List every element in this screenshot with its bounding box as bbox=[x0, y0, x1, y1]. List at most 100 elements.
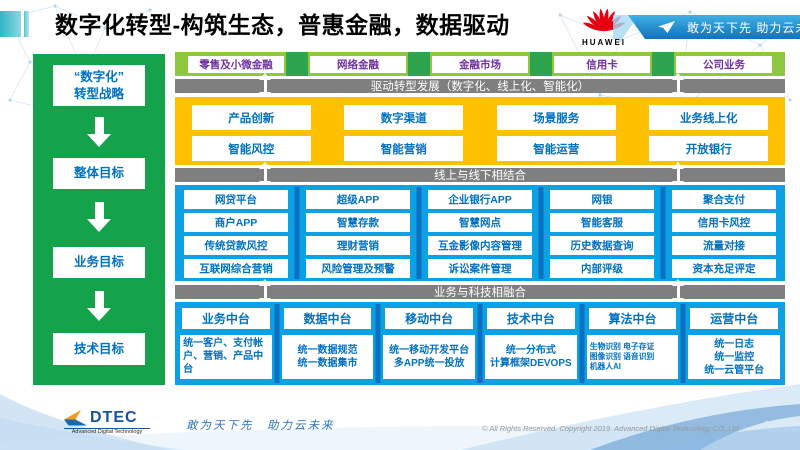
middle-platform-title: 业务中台 bbox=[182, 308, 270, 329]
huawei-logo: HUAWEI bbox=[575, 3, 633, 47]
capability-box: 智能运营 bbox=[496, 136, 616, 161]
down-arrow-icon bbox=[87, 117, 111, 147]
strategy-box-overall-goal: 整体目标 bbox=[53, 158, 145, 189]
up-down-arrow-icon bbox=[672, 279, 684, 305]
middle-platform-detail: 统一数据规范 统一数据集市 bbox=[281, 335, 374, 379]
middle-platform-title: 算法中台 bbox=[588, 308, 677, 329]
down-arrow-icon bbox=[87, 291, 111, 321]
strategy-box-tech-goal: 技术目标 bbox=[53, 333, 145, 365]
capability-section: 产品创新 数字渠道 场景服务 业务线上化 智能风控 智能营销 智能运营 开放银行 bbox=[175, 97, 785, 165]
huawei-flower-icon bbox=[582, 8, 626, 32]
middle-platform-title: 移动中台 bbox=[385, 308, 473, 329]
platform-box: 网贷平台 bbox=[183, 190, 289, 209]
platform-box: 智慧存款 bbox=[305, 213, 411, 232]
business-line-box: 信用卡 bbox=[554, 55, 650, 73]
adtec-subtext: Advanced Digital Technology bbox=[64, 428, 150, 436]
middle-platform-detail: 统一客户、支付帐户、营销、产品中台 bbox=[180, 335, 272, 379]
platform-box: 智慧网点 bbox=[427, 213, 533, 232]
title-accent-bar bbox=[0, 11, 21, 37]
capability-box: 场景服务 bbox=[496, 105, 616, 130]
platform-box: 互联网综合营销 bbox=[183, 259, 289, 278]
strategy-box-digital: “数字化” 转型战略 bbox=[53, 65, 145, 106]
platform-box: 内部评级 bbox=[549, 259, 655, 278]
capability-box: 开放银行 bbox=[649, 136, 769, 161]
divider bbox=[652, 52, 674, 76]
divider bbox=[530, 52, 552, 76]
divider bbox=[538, 187, 544, 279]
divider bbox=[477, 304, 483, 383]
platform-box: 互金影像内容管理 bbox=[427, 236, 533, 255]
middle-platform-column: 数据中台 统一数据规范 统一数据集市 bbox=[277, 302, 379, 385]
adtec-logo: DTEC Advanced Digital Technology bbox=[64, 410, 150, 436]
middle-platform-detail: 统一日志 统一监控 统一云管平台 bbox=[688, 335, 780, 379]
footer-slogan: 敢为天下先 助力云未来 bbox=[186, 420, 335, 432]
platform-section: 网贷平台 超级APP 企业银行APP 网银 聚合支付 商户APP 智慧存款 智慧… bbox=[175, 185, 785, 281]
middle-platform-title: 技术中台 bbox=[487, 308, 575, 329]
platform-box: 风险管理及预警 bbox=[305, 259, 411, 278]
banner-tech-fusion: 业务与科技相融合 bbox=[175, 285, 785, 299]
middle-platform-column: 移动中台 统一移动开发平台 多APP统一投放 bbox=[378, 302, 480, 385]
platform-box: 企业银行APP bbox=[427, 190, 533, 209]
divider bbox=[274, 304, 280, 383]
capability-box: 数字渠道 bbox=[344, 105, 464, 130]
paper-plane-icon bbox=[658, 20, 675, 34]
middle-platform-column: 算法中台 生物识别 电子存证 图像识别 语音识别 机器人AI bbox=[582, 302, 684, 385]
divider bbox=[680, 304, 686, 383]
middle-platform-title: 数据中台 bbox=[283, 308, 372, 329]
divider bbox=[579, 304, 585, 383]
strategy-box-business-goal: 业务目标 bbox=[53, 247, 145, 278]
up-down-arrow-icon bbox=[259, 73, 271, 99]
capability-box: 产品创新 bbox=[191, 105, 311, 130]
adtec-arrow-icon bbox=[64, 410, 87, 426]
adtec-wordmark: DTEC bbox=[90, 409, 138, 426]
ribbon-decoration bbox=[0, 384, 800, 450]
banner-text: 线上与线下相结合 bbox=[434, 170, 526, 182]
middle-platform-title: 运营中台 bbox=[690, 308, 778, 329]
divider bbox=[416, 187, 422, 279]
huawei-wordmark: HUAWEI bbox=[582, 38, 626, 47]
copyright-text: © All Rights Reserved. Copyright 2019. A… bbox=[482, 424, 739, 433]
platform-box: 智能客服 bbox=[549, 213, 655, 232]
strategy-sidebar: “数字化” 转型战略 整体目标 业务目标 技术目标 bbox=[33, 54, 165, 385]
middle-platform-detail: 统一移动开发平台 多APP统一投放 bbox=[383, 335, 475, 379]
capability-box: 智能风控 bbox=[191, 136, 311, 161]
business-line-box: 金融市场 bbox=[432, 55, 528, 73]
divider bbox=[408, 52, 430, 76]
platform-box: 网银 bbox=[549, 190, 655, 209]
title-accent-bar-thin bbox=[24, 11, 29, 37]
platform-box: 聚合支付 bbox=[671, 190, 777, 209]
up-down-arrow-icon bbox=[672, 73, 684, 99]
platform-box: 超级APP bbox=[305, 190, 411, 209]
platform-box: 信用卡风控 bbox=[671, 213, 777, 232]
business-line-box: 公司业务 bbox=[676, 55, 772, 73]
platform-box: 传统贷款风控 bbox=[183, 236, 289, 255]
middle-platform-detail: 统一分布式 计算框架DEVOPS bbox=[485, 335, 577, 379]
platform-box: 资本充足评定 bbox=[671, 259, 777, 278]
up-down-arrow-icon bbox=[259, 279, 271, 305]
platform-box: 历史数据查询 bbox=[549, 236, 655, 255]
down-arrow-icon bbox=[87, 202, 111, 232]
banner-text: 驱动转型发展（数字化、线上化、智能化） bbox=[370, 81, 590, 93]
middle-platform-column: 技术中台 统一分布式 计算框架DEVOPS bbox=[480, 302, 582, 385]
banner-text: 业务与科技相融合 bbox=[434, 287, 526, 299]
tagline-text: 敢为天下先 助力云未来 bbox=[687, 20, 800, 35]
platform-box: 流量对接 bbox=[671, 236, 777, 255]
banner-drive-transformation: 驱动转型发展（数字化、线上化、智能化） bbox=[175, 79, 785, 93]
capability-box: 业务线上化 bbox=[649, 105, 769, 130]
up-down-arrow-icon bbox=[672, 162, 684, 188]
divider bbox=[660, 187, 666, 279]
platform-box: 诉讼案件管理 bbox=[427, 259, 533, 278]
banner-online-offline: 线上与线下相结合 bbox=[175, 168, 785, 182]
capability-box: 智能营销 bbox=[344, 136, 464, 161]
tagline-banner: 敢为天下先 助力云未来 bbox=[628, 15, 800, 39]
business-line-box: 网络金融 bbox=[310, 55, 406, 73]
page-title: 数字化转型-构筑生态，普惠金融，数据驱动 bbox=[55, 12, 510, 38]
middle-platform-column: 业务中台 统一客户、支付帐户、营销、产品中台 bbox=[175, 302, 277, 385]
platform-box: 商户APP bbox=[183, 213, 289, 232]
divider bbox=[286, 52, 308, 76]
business-lines-row: 零售及小微金融 网络金融 金融市场 信用卡 公司业务 bbox=[175, 52, 785, 76]
middle-platform-detail: 生物识别 电子存证 图像识别 语音识别 机器人AI bbox=[586, 335, 679, 379]
divider bbox=[375, 304, 381, 383]
up-down-arrow-icon bbox=[259, 162, 271, 188]
